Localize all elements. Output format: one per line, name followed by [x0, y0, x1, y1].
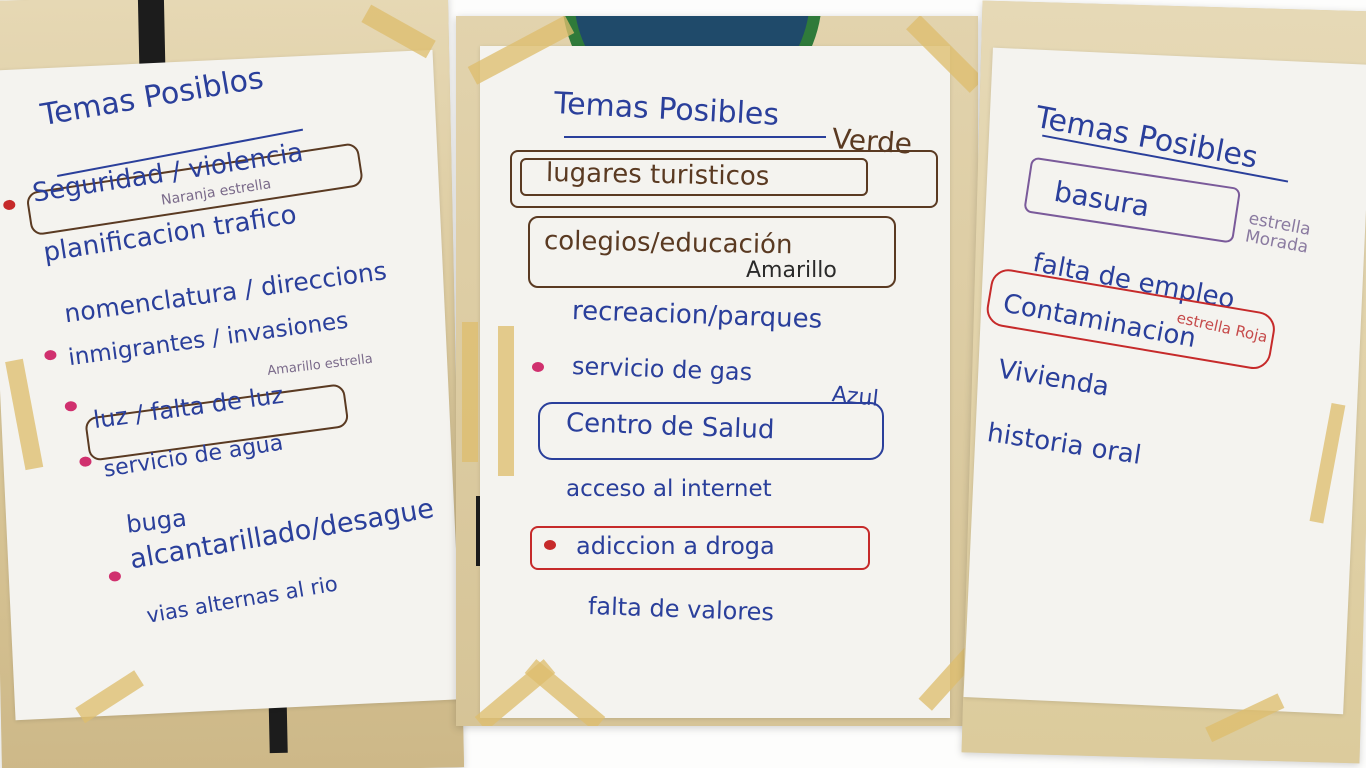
sheet-title: Temas Posiblos: [38, 60, 267, 134]
priority-dot: [79, 456, 92, 467]
priority-dot: [544, 540, 556, 550]
priority-dot: [532, 362, 544, 372]
topic-item: Vivienda: [995, 354, 1112, 403]
circled-item: [520, 158, 868, 196]
topic-item: historia oral: [985, 417, 1144, 471]
topic-item: adiccion a droga: [576, 532, 775, 560]
star-note: Amarillo estrella: [266, 351, 374, 379]
topic-item: buga: [124, 503, 189, 539]
topic-item: acceso al internet: [566, 476, 772, 502]
title-underline: [564, 136, 826, 138]
star-note: estrella Morada: [1243, 208, 1313, 258]
priority-dot: [64, 400, 78, 412]
priority-dot: [108, 571, 122, 582]
paper-sheet-3: Temas Posibles basura estrella Morada fa…: [963, 47, 1366, 743]
topic-item: falta de valores: [587, 592, 775, 627]
tape: [1309, 402, 1346, 524]
paper-sheet-1: Temas Posiblos Seguridad / violencia Nar…: [0, 4, 464, 724]
sheet-title: Temas Posibles: [553, 86, 780, 133]
topic-item: servicio de gas: [571, 352, 753, 387]
circled-item: [538, 402, 884, 460]
circled-item: [530, 526, 870, 570]
priority-dot: [44, 349, 57, 361]
paper-sheet-2: Temas Posibles Verde lugares turisticos …: [462, 16, 978, 726]
tape: [524, 659, 606, 726]
topic-item: vias alternas al rio: [144, 571, 340, 628]
topic-item: recreacion/parques: [571, 296, 823, 335]
tape: [462, 322, 478, 462]
tape: [5, 358, 44, 471]
priority-dot: [3, 199, 16, 211]
photo-right: Temas Posibles basura estrella Morada fa…: [961, 0, 1366, 764]
circled-item: [528, 216, 896, 288]
color-note: Amarillo: [746, 258, 837, 283]
topic-item: colegios/educación: [543, 226, 793, 261]
photo-left: Temas Posiblos Seguridad / violencia Nar…: [0, 0, 465, 768]
photo-middle: Temas Posibles Verde lugares turisticos …: [456, 16, 978, 726]
topic-item: lugares turisticos: [545, 158, 770, 192]
tape: [498, 326, 514, 476]
circled-item: [510, 150, 938, 208]
